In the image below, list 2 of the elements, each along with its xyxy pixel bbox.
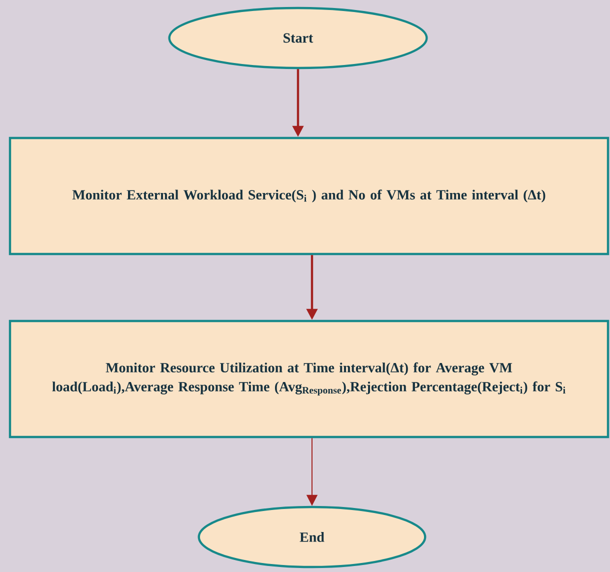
- process-box: Monitor Resource Utilization at Time interval(Δt) for Average VM load(Load$_{i}$),Average Response Time (Avg$_{Response}$),Rejection Percentage(Reject$_{i}$) for S$_{i}$: [8, 320, 610, 438]
- process-box: Monitor External Workload Service(S$_{i}$ ) and No of VMs at Time interval (Δt): [8, 136, 610, 256]
